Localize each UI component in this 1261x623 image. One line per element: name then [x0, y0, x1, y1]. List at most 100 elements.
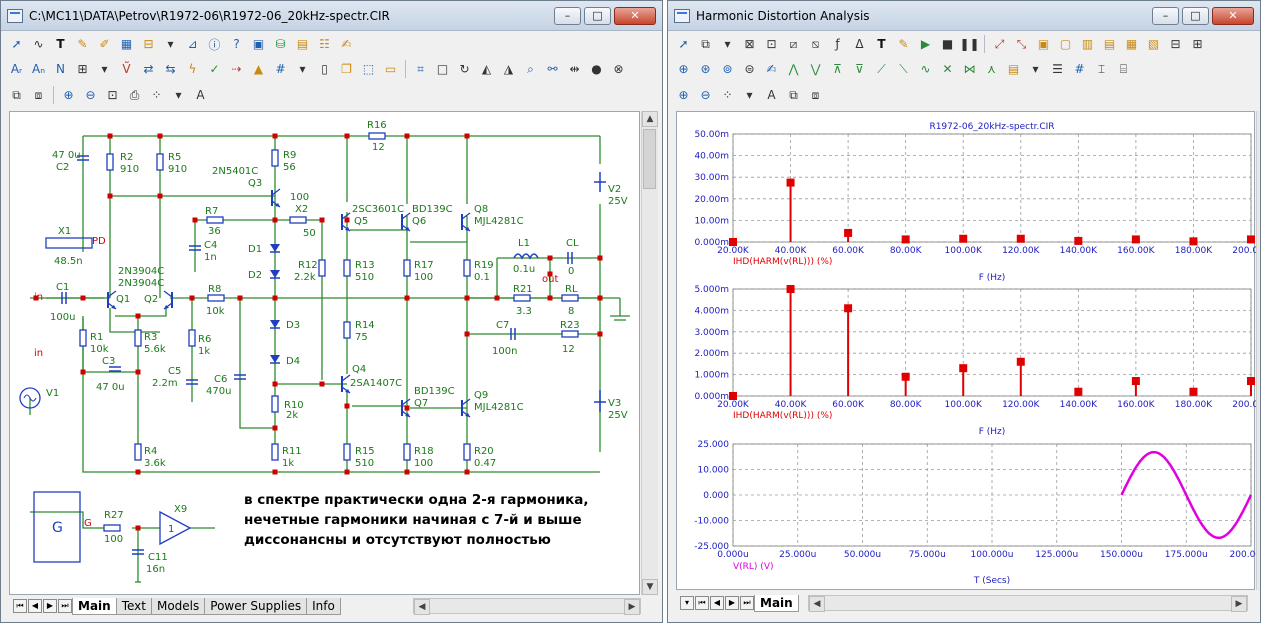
dropdown-icon[interactable]: ▾	[101, 62, 108, 76]
scroll-left-icon[interactable]: ◀	[414, 599, 430, 615]
warning-icon[interactable]: ▲	[253, 62, 264, 76]
dropdown-icon[interactable]: ▾	[746, 88, 753, 102]
zoom-out-icon[interactable]: ⊖	[700, 88, 711, 102]
zoom-icon[interactable]: ⊕	[678, 62, 689, 76]
list-icon[interactable]: ☰	[1052, 62, 1063, 76]
check-icon[interactable]: ✓	[209, 62, 220, 76]
fx-icon[interactable]: ƒ	[835, 37, 840, 51]
low-icon[interactable]: ⊽	[855, 62, 864, 76]
edit-icon[interactable]: ✍	[766, 62, 777, 76]
attribute-icon[interactable]: Aᵣ	[10, 62, 23, 76]
align-icon[interactable]: ⌗	[417, 61, 424, 76]
layout3-icon[interactable]: ▦	[1125, 37, 1138, 51]
text-tool-icon[interactable]: T	[877, 37, 886, 51]
title-bar[interactable]: Harmonic Distortion Analysis – □ ✕	[668, 1, 1260, 31]
prev-tab-icon[interactable]: ◀	[28, 599, 42, 613]
report-icon[interactable]: ▤	[296, 37, 309, 51]
ungroup-icon[interactable]: ⧈	[811, 87, 820, 102]
dropdown-icon[interactable]: ▾	[175, 88, 182, 102]
dropdown-icon[interactable]: ▾	[167, 37, 174, 51]
scroll-right-icon[interactable]: ▶	[624, 599, 640, 615]
zoom3-icon[interactable]: ⊚	[722, 62, 733, 76]
dropdown-icon[interactable]: ▾	[724, 37, 731, 51]
stop-icon[interactable]: ■	[941, 37, 954, 51]
cross-icon[interactable]: ✕	[942, 62, 953, 76]
cancel-icon[interactable]: ⊗	[613, 62, 624, 76]
pan-icon[interactable]: ⇹	[569, 62, 580, 76]
graph-icon[interactable]: ⧄	[789, 36, 798, 51]
next-tab-icon[interactable]: ▶	[725, 596, 739, 610]
print-icon[interactable]: ⎙	[129, 87, 140, 102]
component-icon[interactable]: ▦	[120, 37, 133, 51]
select-arrow-icon[interactable]: ➚	[678, 37, 689, 51]
voltage-icon[interactable]: Ṽ	[122, 62, 131, 76]
bus-icon[interactable]: ⊟	[143, 37, 154, 51]
edit-icon[interactable]: ✍	[341, 37, 352, 51]
valley-icon[interactable]: ⋁	[810, 62, 821, 76]
camera-icon[interactable]: ▣	[252, 37, 265, 51]
zoom-box-icon[interactable]: ⊡	[766, 37, 777, 51]
stop-icon[interactable]: ●	[591, 62, 602, 76]
peak-icon[interactable]: ⋀	[788, 62, 799, 76]
title-block-icon[interactable]: ▭	[384, 62, 397, 76]
scroll-down-icon[interactable]: ▼	[642, 579, 658, 595]
pen-icon[interactable]: ✎	[77, 37, 88, 51]
copy-icon[interactable]: ⧉	[701, 36, 710, 51]
info-icon[interactable]: ⓘ	[208, 37, 221, 52]
cursor2-icon[interactable]: ⤡	[1016, 36, 1027, 51]
point-icon[interactable]: ⋈	[963, 62, 976, 76]
global-icon[interactable]: ⋏	[987, 62, 996, 76]
draw-icon[interactable]: ✐	[99, 37, 110, 51]
properties-icon[interactable]: ✎	[898, 37, 909, 51]
text-tool-icon[interactable]: T	[56, 37, 65, 51]
next-tab-icon[interactable]: ▶	[43, 599, 57, 613]
group-icon[interactable]: ⧉	[789, 87, 798, 102]
last-tab-icon[interactable]: ⏭	[58, 599, 72, 613]
slope2-icon[interactable]: ⟍	[899, 61, 908, 76]
box2-icon[interactable]: ▢	[1059, 37, 1072, 51]
tab-text[interactable]: Text	[115, 597, 152, 615]
inflect-icon[interactable]: ∿	[920, 62, 931, 76]
fit2-icon[interactable]: ⌸	[1119, 61, 1128, 76]
group-icon[interactable]: ⧉	[12, 87, 21, 102]
tab-main[interactable]: Main	[72, 597, 117, 615]
scroll-left-icon[interactable]: ◀	[809, 596, 825, 612]
find-icon[interactable]: ⌕	[527, 61, 534, 76]
current-icon[interactable]: ⇄	[143, 62, 154, 76]
cursor-icon[interactable]: ⤢	[994, 36, 1005, 51]
vertical-scrollbar[interactable]: ▲ ▼	[641, 111, 658, 595]
scroll-up-icon[interactable]: ▲	[642, 111, 658, 127]
font-icon[interactable]: A	[767, 88, 776, 102]
page-icon[interactable]: ▯	[321, 62, 328, 76]
graph2-icon[interactable]: ⧅	[811, 36, 820, 51]
binoculars-icon[interactable]: ⚯	[547, 62, 558, 76]
lightning-icon[interactable]: ϟ	[188, 62, 197, 76]
layout1-icon[interactable]: ▥	[1081, 37, 1094, 51]
fit-icon[interactable]: ⌶	[1097, 61, 1106, 76]
scroll-thumb[interactable]	[643, 129, 656, 189]
library-icon[interactable]: ⛁	[275, 37, 286, 51]
numbers-icon[interactable]: #	[1074, 62, 1085, 76]
schematic-canvas[interactable]: 47 0u C2 R2 910 R5 910 R9 56 2N5401C Q3 …	[9, 111, 640, 595]
table-icon[interactable]: ☷	[319, 37, 330, 51]
scroll-right-icon[interactable]: ▶	[1231, 596, 1247, 612]
layout2-icon[interactable]: ▤	[1103, 37, 1116, 51]
grid-snap-icon[interactable]: ⁘	[151, 88, 162, 102]
scale-icon[interactable]: ⊠	[744, 37, 755, 51]
copy-icon[interactable]: ❐	[341, 62, 352, 76]
node-icon[interactable]: Aₙ	[32, 62, 45, 76]
tab-power-supplies[interactable]: Power Supplies	[204, 597, 308, 615]
box-icon[interactable]: ▣	[1037, 37, 1050, 51]
arrows-icon[interactable]: ⇢	[231, 62, 242, 76]
maximize-button[interactable]: □	[584, 7, 611, 25]
horizontal-scrollbar[interactable]: ◀ ▶	[808, 595, 1248, 612]
minimize-button[interactable]: –	[1152, 7, 1179, 25]
wire-icon[interactable]: ∿	[33, 37, 44, 51]
tab-info[interactable]: Info	[306, 597, 341, 615]
grid-icon[interactable]: #	[275, 62, 286, 76]
mirror-h-icon[interactable]: ◭	[481, 62, 492, 76]
close-button[interactable]: ✕	[1212, 7, 1254, 25]
pin-icon[interactable]: N	[56, 62, 65, 76]
prev-tab-icon[interactable]: ◀	[710, 596, 724, 610]
